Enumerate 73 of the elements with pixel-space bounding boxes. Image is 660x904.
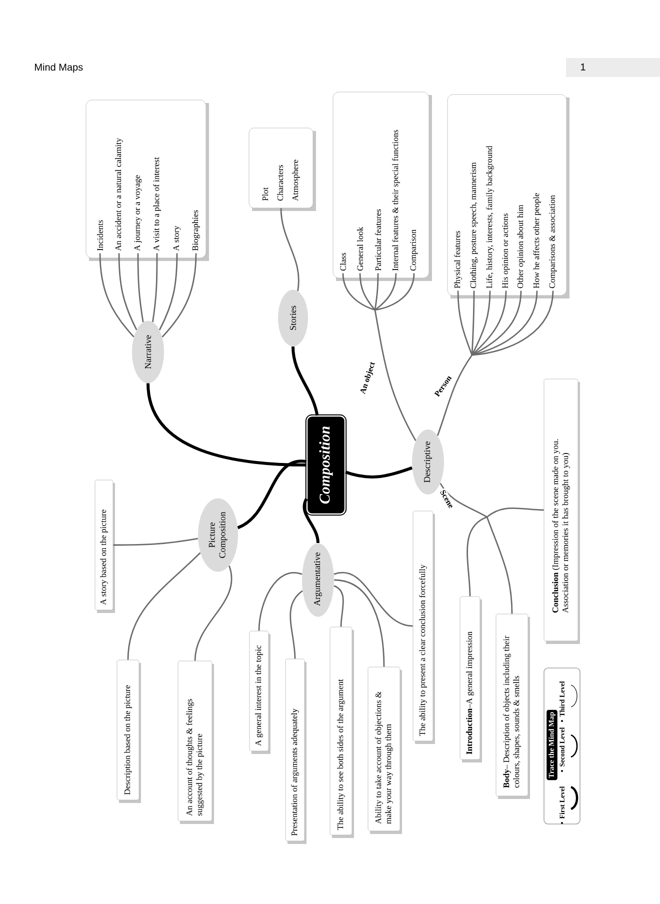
list-item: Physical features — [454, 230, 462, 288]
list-item: Class — [340, 252, 346, 271]
branch-line — [374, 310, 416, 442]
branch-line — [457, 290, 473, 356]
page-header: Mind Maps — [35, 63, 83, 73]
branch-line — [342, 273, 376, 311]
leaf-box: The ability to see both sides of the argument — [330, 626, 354, 838]
list-item: Internal features & their special functions — [392, 130, 400, 271]
branch-line — [334, 579, 385, 667]
branch-line — [158, 253, 178, 330]
branch-line — [152, 253, 158, 322]
leaf-box: The ability to present a clear conclusion forcefully — [412, 510, 435, 744]
edge-label: An object — [358, 360, 378, 396]
list-item: A visit to a place of interest — [153, 157, 161, 251]
branch-line — [99, 253, 134, 338]
list-item: A journey or a voyage — [134, 175, 142, 251]
leaf-box: Conclusion (Impression of the scene made on you. Association or memories it has brought to you) — [544, 378, 580, 644]
leaf-box: A story based on the picture — [94, 480, 115, 613]
branch-line — [374, 273, 379, 310]
branch-line — [472, 290, 507, 356]
branch-line — [486, 516, 513, 614]
branch-line — [345, 466, 413, 478]
list-card: Plot Characters Atmosphere — [248, 128, 316, 211]
branch-line — [113, 538, 198, 546]
branch-line — [440, 482, 488, 518]
branch-line — [302, 498, 320, 544]
branch-line — [280, 208, 300, 292]
branch-line — [127, 552, 201, 660]
leaf-box: A general interest in the topic — [249, 630, 270, 754]
list-card — [86, 100, 209, 261]
branch-line — [374, 273, 397, 311]
branch-line — [486, 507, 544, 518]
branch-line — [374, 273, 415, 311]
list-item: Other opinion about him — [517, 204, 525, 288]
branch-line — [146, 383, 307, 466]
leaf-box: Ability to take account of objections & make your way through them — [368, 666, 402, 834]
branch-line — [334, 585, 344, 627]
list-item: Clothing, posture speech, mannerism — [470, 162, 478, 288]
branch-line — [290, 590, 303, 659]
leaf-box: Introduction–A general impression — [460, 596, 482, 762]
branch-line — [258, 572, 302, 631]
page-number: 1 — [566, 58, 660, 77]
branch-line — [137, 253, 144, 322]
list-item: How he affects other people — [533, 193, 541, 288]
list-card — [332, 92, 432, 281]
list-item: Life, history, interests, family background — [486, 146, 494, 288]
branch-line — [466, 516, 488, 596]
central-node: Composition — [305, 414, 347, 516]
list-item: His opinion or actions — [502, 214, 510, 288]
branch-line — [471, 290, 491, 356]
list-card — [447, 94, 570, 298]
list-item: Comparisons & association — [549, 195, 557, 288]
list-item: General look — [357, 226, 363, 271]
branch-line — [436, 354, 473, 436]
leaf-box: Description based on the picture — [116, 660, 141, 803]
branch-line — [118, 253, 138, 330]
list-item: Incidents — [97, 220, 103, 251]
branch-line — [334, 572, 413, 627]
branch-line — [162, 253, 197, 338]
branch-line — [472, 290, 522, 356]
branch-line — [194, 566, 232, 661]
leaf-box: An account of thoughts & feelings suggested by the picture — [178, 660, 214, 824]
branch-line — [292, 346, 319, 416]
branch-line — [472, 290, 554, 356]
list-item: An accident or a natural calamity — [115, 138, 123, 251]
list-item: Particular features — [374, 209, 382, 271]
list-item: Comparison — [410, 230, 418, 271]
branch-line — [237, 460, 307, 530]
list-item: A story — [173, 226, 181, 251]
list-item: Biographies — [192, 210, 200, 251]
branch-line — [359, 273, 376, 310]
leaf-box: Presentation of arguments adequately — [285, 658, 306, 844]
branch-line — [471, 290, 475, 356]
